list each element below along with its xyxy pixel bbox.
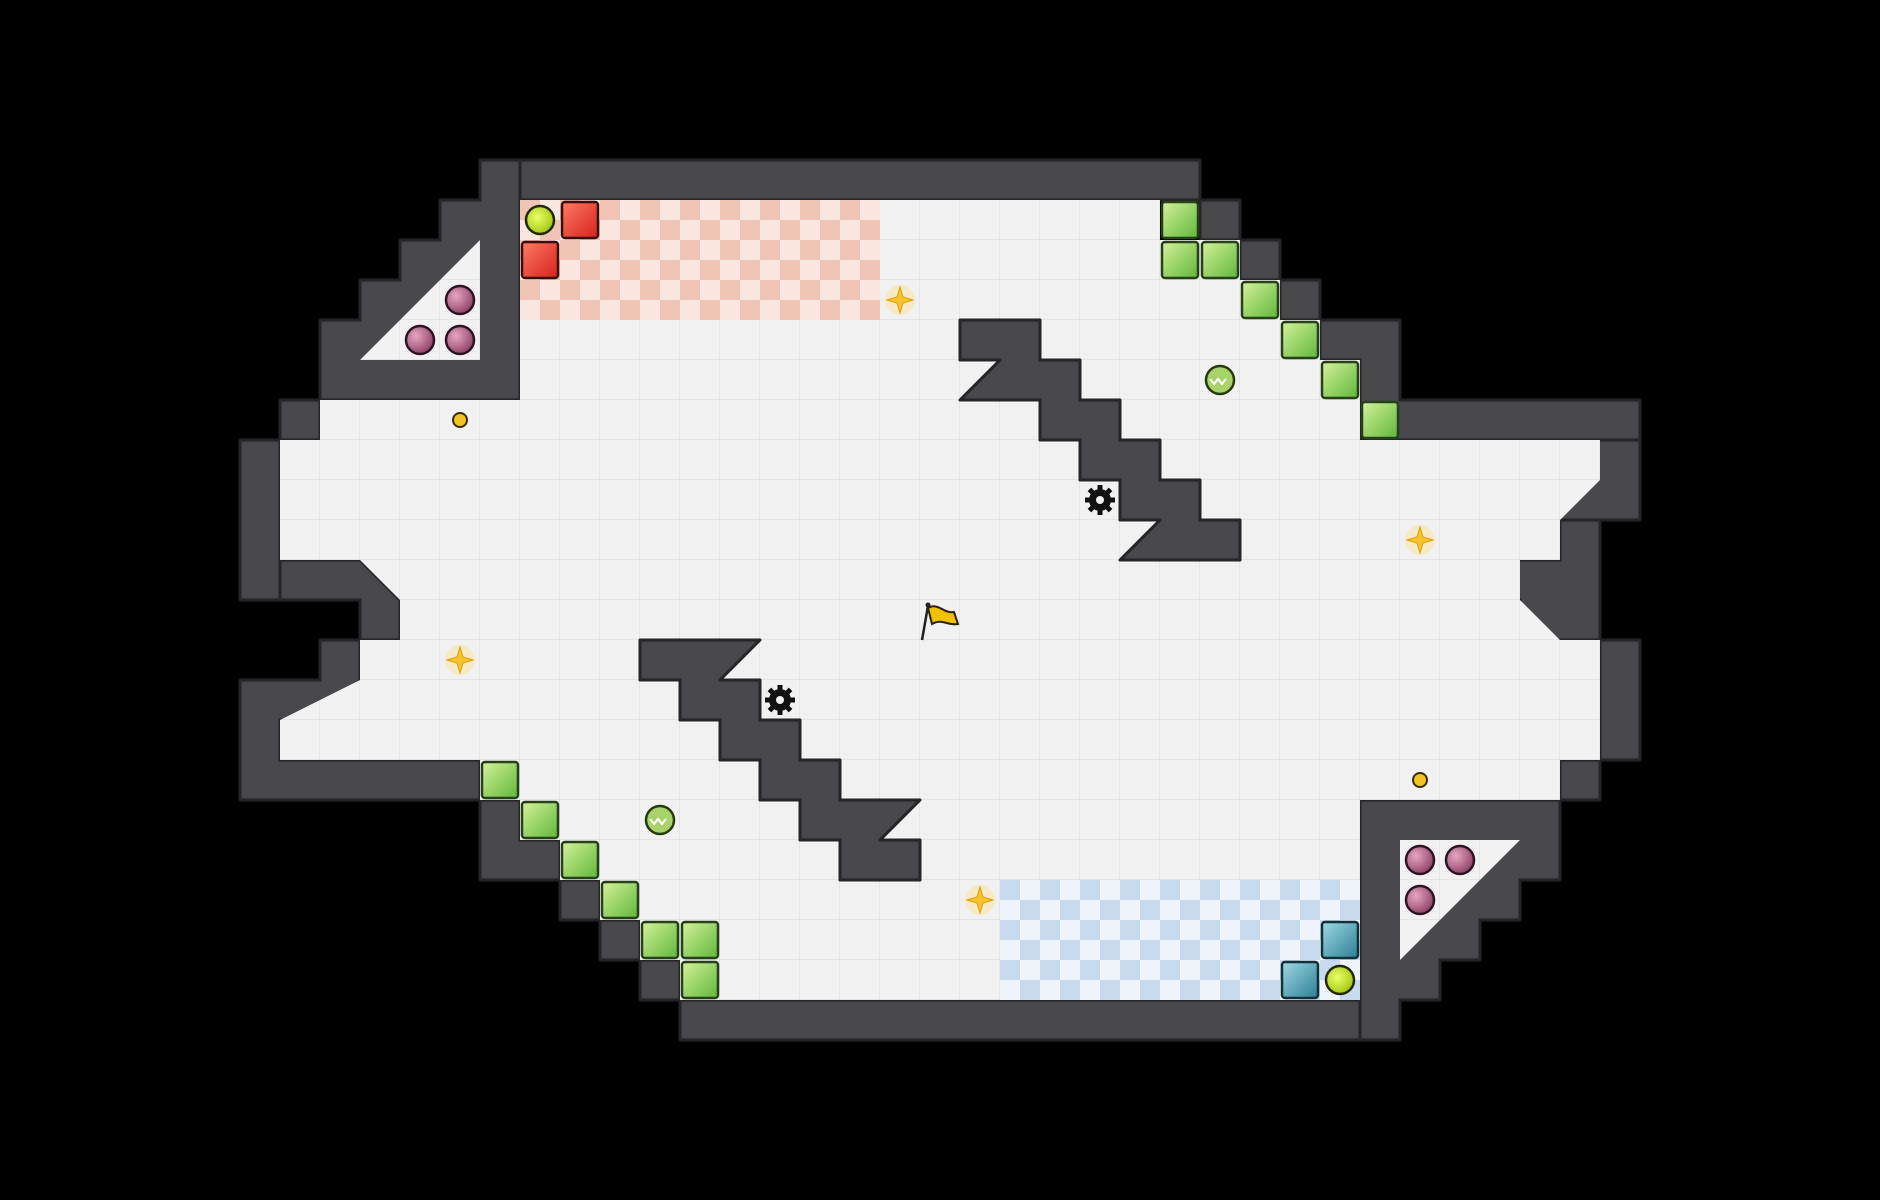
coin-icon (452, 412, 468, 428)
wall-left-outer (238, 438, 282, 602)
pod-icon (1404, 844, 1436, 876)
orb-icon (524, 204, 556, 236)
teal-block (1320, 920, 1360, 960)
gear-icon (1085, 485, 1115, 515)
green-block (640, 920, 680, 960)
gear-icon (765, 685, 795, 715)
pods (404, 284, 1476, 916)
interior-walls (638, 318, 1242, 882)
green-block (600, 880, 640, 920)
pod-icon (444, 284, 476, 316)
green-block (1200, 240, 1240, 280)
green-block (1280, 320, 1320, 360)
bounce-pad-icon (644, 804, 676, 836)
obstacle-lower (638, 638, 922, 882)
green-block (680, 960, 720, 1000)
red-block (520, 240, 560, 280)
star-icon (445, 645, 475, 675)
teal-blocks (1280, 920, 1360, 1000)
orbs (524, 204, 1356, 996)
mines (765, 485, 1115, 715)
pod-icon (444, 324, 476, 356)
flag-icon[interactable] (920, 602, 960, 641)
wall-upper-left (318, 158, 522, 402)
green-block (1240, 280, 1280, 320)
green-block (480, 760, 520, 800)
green-block (680, 920, 720, 960)
pickup-stars (445, 285, 1435, 915)
floor (280, 200, 1600, 1000)
red-blocks (520, 200, 600, 280)
floor-main (280, 200, 1600, 1000)
orb-icon (1324, 964, 1356, 996)
red-block (560, 200, 600, 240)
pod-icon (1444, 844, 1476, 876)
wall-right-bottom (1558, 758, 1602, 802)
star-icon (965, 885, 995, 915)
wall-bottom (678, 998, 1402, 1042)
green-blocks (480, 200, 1400, 1000)
star-icon (1405, 525, 1435, 555)
wall-lower-right (1358, 798, 1562, 1042)
pod-icon (404, 324, 436, 356)
bounce-pads (644, 364, 1236, 836)
bounce-pad-icon (1204, 364, 1236, 396)
obstacle-upper (958, 318, 1242, 562)
coins (452, 412, 1428, 788)
green-block (520, 800, 560, 840)
teal-block (1280, 960, 1320, 1000)
pod-icon (1404, 884, 1436, 916)
star-icon (885, 285, 915, 315)
wall-top (478, 158, 1202, 202)
coin-icon (1412, 772, 1428, 788)
green-block (1320, 360, 1360, 400)
green-block (560, 840, 600, 880)
green-block (1160, 240, 1200, 280)
green-block (1360, 400, 1400, 440)
green-block (1160, 200, 1200, 240)
